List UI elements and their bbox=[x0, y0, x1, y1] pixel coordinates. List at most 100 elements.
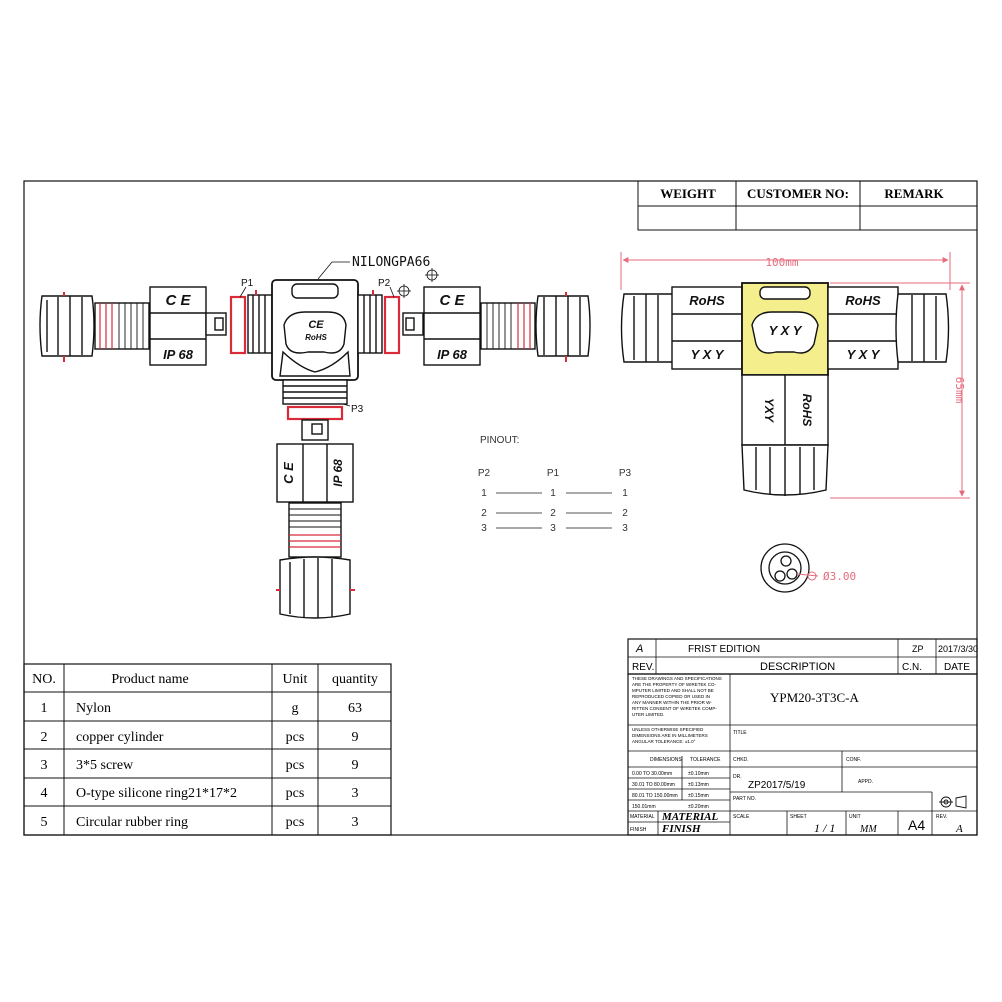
svg-text:9: 9 bbox=[352, 758, 359, 773]
svg-text:A: A bbox=[955, 823, 963, 835]
svg-text:TOLERANCE: TOLERANCE bbox=[690, 757, 721, 763]
drawn-by: ZP2017/5/19 bbox=[748, 780, 806, 791]
title-block: THESE DRAWINGS AND SPECIFICATIONS ARE TH… bbox=[627, 673, 978, 836]
pinout-diagram: PINOUT: P2 P1 P3 1 1 1 2 2 2 3 3 3 bbox=[478, 435, 632, 534]
assembled-right-yxy: Y X Y bbox=[847, 347, 881, 362]
dimension-lines bbox=[620, 252, 970, 499]
svg-text:2: 2 bbox=[481, 508, 487, 519]
svg-text:80.01 TO 150.00mm: 80.01 TO 150.00mm bbox=[632, 793, 678, 799]
table-row: 2 copper cylinder pcs 9 bbox=[41, 730, 359, 745]
svg-text:±0.15mm: ±0.15mm bbox=[688, 793, 709, 799]
svg-text:1: 1 bbox=[41, 701, 48, 716]
table-row: 5 Circular rubber ring pcs 3 bbox=[41, 815, 359, 830]
svg-text:1: 1 bbox=[622, 488, 628, 499]
svg-text:REPRODUCED COPIED OR USED IN: REPRODUCED COPIED OR USED IN bbox=[632, 694, 710, 699]
pin-face-view bbox=[760, 543, 810, 593]
svg-text:MM: MM bbox=[859, 824, 877, 835]
bottom-ce-mark: C E bbox=[281, 462, 296, 484]
right-cap-nut bbox=[535, 292, 591, 362]
exploded-connector-view: C E IP 68 CE RoHS bbox=[39, 279, 591, 619]
svg-text:30.01 TO 80.00mm: 30.01 TO 80.00mm bbox=[632, 782, 675, 788]
svg-text:APPD.: APPD. bbox=[858, 779, 873, 785]
bottom-thread bbox=[288, 502, 342, 558]
svg-text:DESCRIPTION: DESCRIPTION bbox=[760, 661, 835, 673]
table-row: 3 3*5 screw pcs 9 bbox=[41, 758, 359, 773]
svg-text:±0.20mm: ±0.20mm bbox=[688, 804, 709, 810]
svg-text:9: 9 bbox=[352, 730, 359, 745]
svg-text:C.N.: C.N. bbox=[902, 662, 922, 673]
svg-text:MATERIAL: MATERIAL bbox=[630, 814, 655, 820]
svg-text:pcs: pcs bbox=[286, 815, 305, 830]
revision-block: A FRIST EDITION ZP 2017/3/30 REV. DESCRI… bbox=[627, 638, 978, 675]
pinout-col-p3: P3 bbox=[619, 468, 632, 479]
part-number-title: YPM20-3T3C-A bbox=[770, 690, 859, 705]
svg-text:TITLE: TITLE bbox=[733, 730, 747, 736]
svg-text:DIMENSIONS: DIMENSIONS bbox=[650, 757, 682, 763]
svg-text:1: 1 bbox=[550, 488, 556, 499]
bottom-seal-ring bbox=[286, 405, 344, 421]
svg-text:FINISH: FINISH bbox=[630, 827, 647, 833]
svg-text:copper cylinder: copper cylinder bbox=[76, 730, 164, 745]
hub-ce-mark: CE bbox=[308, 319, 324, 331]
table-row: 4 O-type silicone ring21*17*2 pcs 3 bbox=[41, 786, 359, 801]
svg-text:REV.: REV. bbox=[632, 662, 654, 673]
port-p3-label: P3 bbox=[351, 404, 364, 415]
table-row: 1 Nylon g 63 bbox=[41, 701, 363, 716]
svg-text:3: 3 bbox=[41, 758, 48, 773]
header-customer-no: CUSTOMER NO: bbox=[747, 186, 849, 201]
projection-symbol-icon bbox=[939, 795, 967, 809]
right-seal-ring bbox=[383, 295, 401, 355]
svg-text:SHEET: SHEET bbox=[790, 814, 807, 820]
svg-text:Nylon: Nylon bbox=[76, 701, 111, 716]
sheet-size: A4 bbox=[908, 817, 925, 833]
svg-text:UNIT: UNIT bbox=[849, 814, 861, 820]
pinout-col-p2: P2 bbox=[478, 468, 491, 479]
header-remark: REMARK bbox=[884, 186, 944, 201]
material-callout: NILONGPA66 bbox=[352, 255, 430, 270]
svg-text:CONF.: CONF. bbox=[846, 757, 861, 763]
svg-text:0.00 TO 30.00mm: 0.00 TO 30.00mm bbox=[632, 771, 672, 777]
callouts bbox=[239, 261, 439, 407]
svg-text:3: 3 bbox=[352, 786, 359, 801]
svg-text:2: 2 bbox=[41, 730, 48, 745]
assembled-left-rohs: RoHS bbox=[689, 293, 725, 308]
bom-header-no: NO. bbox=[32, 672, 56, 687]
svg-text:SCALE: SCALE bbox=[733, 814, 750, 820]
left-cap-nut bbox=[39, 292, 95, 362]
right-hub-thread bbox=[357, 290, 383, 354]
pinout-title: PINOUT: bbox=[480, 435, 519, 446]
hub-rohs-mark: RoHS bbox=[305, 333, 327, 342]
svg-text:3: 3 bbox=[622, 523, 628, 534]
svg-text:2: 2 bbox=[550, 508, 556, 519]
svg-text:PART NO.: PART NO. bbox=[733, 796, 756, 802]
assembled-right-rohs: RoHS bbox=[845, 293, 881, 308]
left-seal-ring bbox=[229, 295, 247, 355]
svg-text:1 / 1: 1 / 1 bbox=[814, 821, 835, 835]
port-p2-label: P2 bbox=[378, 278, 391, 289]
central-hub bbox=[271, 279, 359, 381]
left-ce-mark: C E bbox=[165, 292, 191, 309]
svg-text:±0.13mm: ±0.13mm bbox=[688, 782, 709, 788]
svg-text:MATERIAL: MATERIAL bbox=[661, 811, 719, 823]
pinout-col-p1: P1 bbox=[547, 468, 560, 479]
svg-text:UNLESS OTHERWISE SPECIFIED: UNLESS OTHERWISE SPECIFIED bbox=[632, 727, 704, 732]
svg-text:5: 5 bbox=[41, 815, 48, 830]
svg-text:REV.: REV. bbox=[936, 814, 947, 820]
svg-text:FINISH: FINISH bbox=[661, 823, 701, 835]
revision-date: 2017/3/30 bbox=[938, 644, 978, 654]
header-table: WEIGHT CUSTOMER NO: REMARK bbox=[637, 180, 978, 231]
svg-text:ANY MANNER WITHIN THE PRIOR W-: ANY MANNER WITHIN THE PRIOR W- bbox=[632, 700, 712, 705]
svg-text:±0.10mm: ±0.10mm bbox=[688, 771, 709, 777]
dim-width-label: 100mm bbox=[765, 256, 798, 269]
svg-text:ARE THE PROPERTY OF WIRETEK CO: ARE THE PROPERTY OF WIRETEK CO- bbox=[632, 682, 717, 687]
svg-text:pcs: pcs bbox=[286, 786, 305, 801]
dim-height-label: 65mm bbox=[953, 377, 966, 404]
assembled-bottom-yxy: YXY bbox=[762, 398, 776, 423]
svg-text:O-type silicone ring21*17*2: O-type silicone ring21*17*2 bbox=[76, 786, 237, 801]
svg-text:3*5 screw: 3*5 screw bbox=[76, 758, 134, 773]
assembled-bottom-rohs: RoHS bbox=[800, 394, 814, 427]
svg-text:3: 3 bbox=[352, 815, 359, 830]
svg-text:63: 63 bbox=[348, 701, 362, 716]
svg-text:RITTEN CONSENT OF WIRETEK COMP: RITTEN CONSENT OF WIRETEK COMP- bbox=[632, 706, 717, 711]
left-ip-mark: IP 68 bbox=[163, 347, 194, 362]
